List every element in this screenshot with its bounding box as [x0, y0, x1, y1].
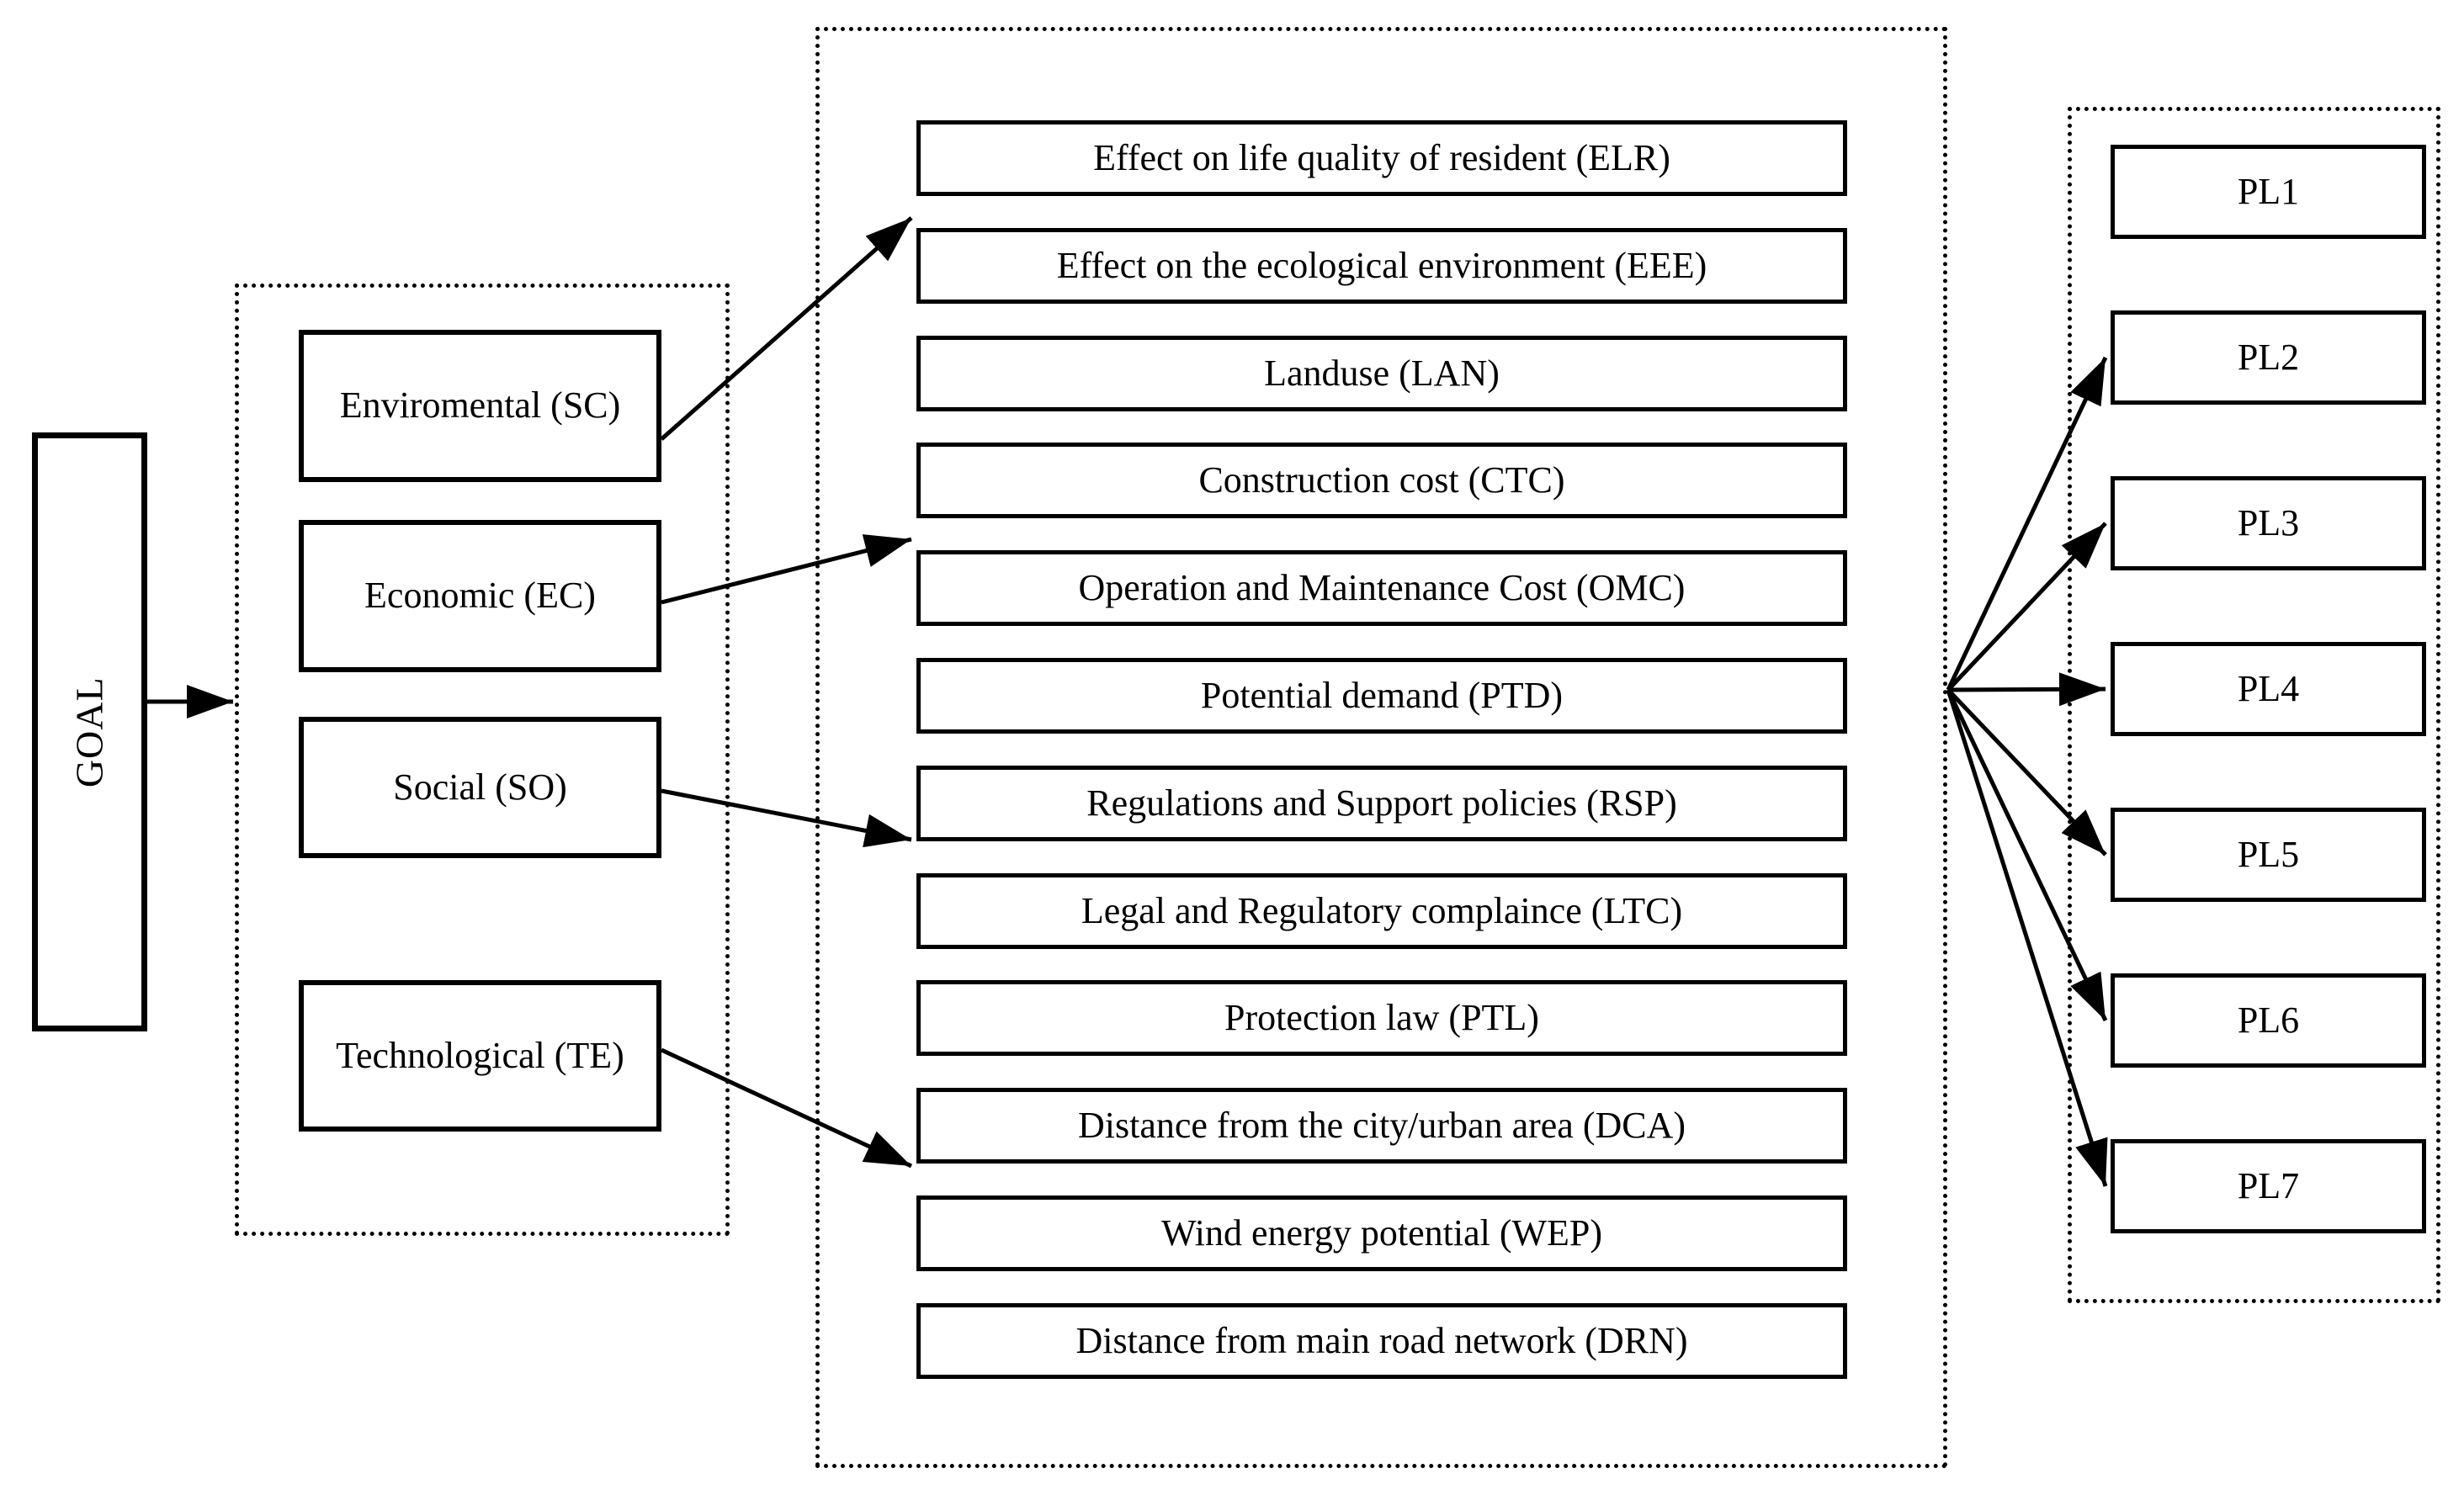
- subcriteria-node-drn: Distance from main road network (DRN): [916, 1303, 1847, 1379]
- alternative-label: PL4: [2237, 667, 2300, 709]
- subcriteria-label: Landuse (LAN): [1264, 352, 1500, 394]
- alternative-node-pl6: PL6: [2111, 973, 2426, 1068]
- subcriteria-node-elr: Effect on life quality of resident (ELR): [916, 120, 1847, 196]
- subcriteria-label: Distance from the city/urban area (DCA): [1077, 1104, 1686, 1146]
- subcriteria-node-lan: Landuse (LAN): [916, 336, 1847, 411]
- criteria-label: Technological (TE): [336, 1034, 624, 1076]
- subcriteria-label: Wind energy potential (WEP): [1160, 1211, 1603, 1254]
- goal-node: GOAL: [32, 432, 147, 1031]
- alternative-node-pl3: PL3: [2111, 476, 2426, 570]
- subcriteria-group-container: [815, 27, 1947, 1468]
- alternative-node-pl2: PL2: [2111, 310, 2426, 405]
- alternative-label: PL6: [2237, 999, 2300, 1041]
- subcriteria-label: Regulations and Support policies (RSP): [1086, 782, 1677, 824]
- subcriteria-label: Potential demand (PTD): [1200, 674, 1564, 716]
- alternatives-group-container: [2068, 107, 2440, 1303]
- criteria-node-social: Social (SO): [299, 717, 661, 858]
- subcriteria-node-ptd: Potential demand (PTD): [916, 658, 1847, 734]
- criteria-group-container: [235, 284, 730, 1236]
- subcriteria-node-eee: Effect on the ecological environment (EE…: [916, 228, 1847, 304]
- subcriteria-node-ltc: Legal and Regulatory complaince (LTC): [916, 873, 1847, 949]
- subcriteria-node-dca: Distance from the city/urban area (DCA): [916, 1088, 1847, 1164]
- alternative-node-pl4: PL4: [2111, 642, 2426, 736]
- alternative-label: PL1: [2237, 170, 2300, 212]
- criteria-node-environmental: Enviromental (SC): [299, 330, 661, 482]
- subcriteria-node-ctc: Construction cost (CTC): [916, 443, 1847, 518]
- criteria-label: Enviromental (SC): [339, 384, 621, 427]
- subcriteria-label: Protection law (PTL): [1224, 996, 1539, 1038]
- subcriteria-label: Effect on the ecological environment (EE…: [1056, 244, 1707, 286]
- criteria-label: Economic (EC): [364, 575, 596, 617]
- alternative-label: PL5: [2237, 833, 2300, 875]
- subcriteria-label: Effect on life quality of resident (ELR): [1093, 136, 1670, 178]
- subcriteria-node-wep: Wind energy potential (WEP): [916, 1195, 1847, 1271]
- alternative-node-pl7: PL7: [2111, 1139, 2426, 1233]
- alternative-label: PL2: [2237, 336, 2300, 378]
- subcriteria-label: Operation and Maintenance Cost (OMC): [1078, 566, 1686, 608]
- subcriteria-label: Legal and Regulatory complaince (LTC): [1081, 889, 1683, 931]
- alternative-node-pl5: PL5: [2111, 808, 2426, 902]
- alternative-label: PL7: [2237, 1164, 2300, 1206]
- subcriteria-node-omc: Operation and Maintenance Cost (OMC): [916, 550, 1847, 626]
- alternative-node-pl1: PL1: [2111, 145, 2426, 239]
- criteria-label: Social (SO): [393, 766, 567, 808]
- subcriteria-node-ptl: Protection law (PTL): [916, 980, 1847, 1056]
- subcriteria-node-rsp: Regulations and Support policies (RSP): [916, 766, 1847, 841]
- subcriteria-label: Distance from main road network (DRN): [1075, 1319, 1688, 1361]
- criteria-node-economic: Economic (EC): [299, 520, 661, 672]
- alternative-label: PL3: [2237, 501, 2300, 543]
- goal-label: GOAL: [67, 676, 111, 787]
- criteria-node-technological: Technological (TE): [299, 980, 661, 1132]
- subcriteria-label: Construction cost (CTC): [1198, 459, 1565, 501]
